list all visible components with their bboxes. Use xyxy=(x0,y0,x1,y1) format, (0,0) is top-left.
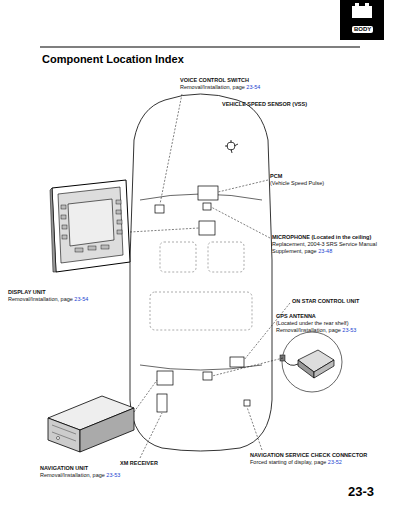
vss-icon xyxy=(225,140,238,153)
display-box xyxy=(199,221,215,235)
navigation-box xyxy=(157,371,173,385)
page-reference: Removal/Installation, page xyxy=(40,472,105,479)
leader-line xyxy=(218,180,268,192)
page-reference: Removal/Installation, page xyxy=(276,327,341,334)
page-reference: Removal/Installation, page xyxy=(8,296,73,303)
microphone-box xyxy=(203,203,211,210)
battery-terminal xyxy=(365,3,369,6)
front-seat xyxy=(160,242,196,272)
header-rule xyxy=(40,46,360,47)
component-note: (Located under the rear shelf) xyxy=(276,320,348,327)
page-link: 23-48 xyxy=(318,248,332,255)
rear-seat xyxy=(150,292,252,330)
battery-icon xyxy=(352,6,372,18)
page-link: 23-54 xyxy=(246,84,260,91)
page-reference: Removal/Installation, page xyxy=(180,84,245,91)
component-name: VOICE CONTROL SWITCH xyxy=(180,77,249,84)
leader-line xyxy=(247,407,262,450)
component-name: DISPLAY UNIT xyxy=(8,289,46,296)
component-name: PCM xyxy=(270,173,282,180)
leader-line xyxy=(211,207,270,238)
leader-lines xyxy=(130,94,290,458)
car-outline xyxy=(130,94,272,451)
component-name: ON STAR CONTROL UNIT xyxy=(292,298,359,305)
page-title: Component Location Index xyxy=(42,53,184,66)
leader-line xyxy=(212,358,283,376)
display-unit-drawing xyxy=(50,180,130,272)
component-name: MICROPHONE (Located in the ceiling) xyxy=(272,234,371,241)
onstar-box xyxy=(230,357,244,367)
page-reference: Forced starting of display, page xyxy=(250,459,326,466)
component-name: VEHICLE SPEED SENSOR (VSS) xyxy=(222,101,307,108)
gps-antenna-drawing xyxy=(280,332,342,392)
page-link: 23-52 xyxy=(328,459,342,466)
battery-terminal xyxy=(355,3,359,6)
gps-box xyxy=(203,372,212,380)
front-seat xyxy=(208,242,244,272)
xm-box xyxy=(157,394,167,412)
navigation-unit-drawing xyxy=(48,396,134,452)
component-name: XM RECEIVER xyxy=(120,460,158,467)
component-name: NAVIGATION SERVICE CHECK CONNECTOR xyxy=(250,452,367,459)
leader-line xyxy=(160,94,182,204)
section-tab xyxy=(340,0,384,40)
page-number: 23-3 xyxy=(348,484,374,500)
page-link: 23-53 xyxy=(106,472,120,479)
leader-line xyxy=(140,413,162,458)
section-tab-label: BODY xyxy=(352,26,373,33)
leader-line xyxy=(134,380,157,412)
page-link: 23-53 xyxy=(342,327,356,334)
leader-line xyxy=(130,228,199,232)
component-note: (Vehicle Speed Pulse) xyxy=(270,180,324,187)
component-name: GPS ANTENNA xyxy=(276,313,316,320)
component-name: NAVIGATION UNIT xyxy=(40,465,88,472)
pcm-box xyxy=(198,186,218,200)
voice-switch-box xyxy=(155,205,164,213)
check-connector-box xyxy=(244,400,250,406)
page-link: 23-54 xyxy=(74,296,88,303)
